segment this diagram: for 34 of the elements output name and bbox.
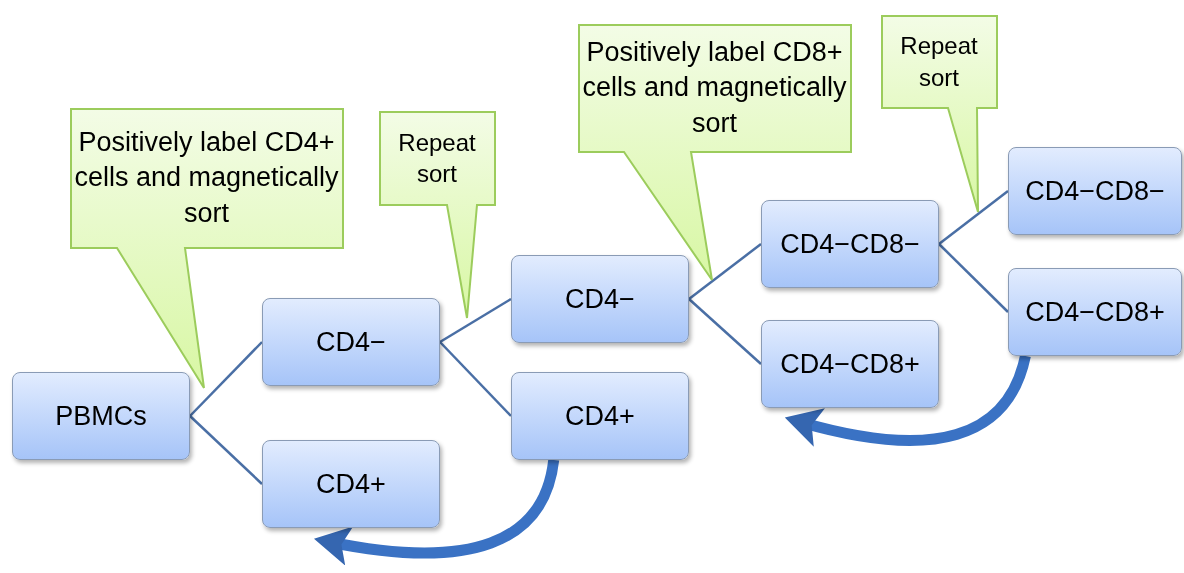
- population-box: [1008, 147, 1182, 235]
- connector-line: [189, 415, 263, 485]
- callout-text: Positively label CD4+ cells and magnetically sort: [74, 126, 339, 230]
- population-label: PBMCs: [55, 399, 147, 433]
- population-box: [1008, 268, 1182, 356]
- connector-line: [439, 341, 512, 417]
- connector-line: [938, 243, 1009, 313]
- connector-line: [189, 341, 263, 417]
- connector-line: [688, 298, 762, 365]
- population-label: CD4−CD8+: [780, 347, 920, 381]
- callout-text: Repeat sort: [899, 31, 979, 93]
- curved-arrow: [784, 354, 1031, 447]
- population-label: CD4+: [565, 399, 635, 433]
- population-label: CD4+: [316, 467, 386, 501]
- population-box: [761, 200, 939, 288]
- population-box: [262, 298, 440, 386]
- connector-line: [938, 190, 1009, 245]
- connector-line: [439, 297, 512, 344]
- population-box: [761, 320, 939, 408]
- population-label: CD4−: [316, 325, 386, 359]
- population-label: CD4−: [565, 282, 635, 316]
- population-label: CD4−CD8−: [780, 227, 920, 261]
- connector-line: [688, 243, 762, 300]
- population-label: CD4−CD8−: [1025, 174, 1165, 208]
- population-box: [511, 255, 689, 343]
- curved-arrow: [313, 459, 560, 566]
- population-label: CD4−CD8+: [1025, 295, 1165, 329]
- callout-text: Positively label CD8+ cells and magnetically sort: [582, 36, 847, 140]
- population-box: [511, 372, 689, 460]
- population-box: [262, 440, 440, 528]
- callout-bubble: [379, 111, 496, 320]
- population-box: [12, 372, 190, 460]
- callout-text: Repeat sort: [397, 127, 477, 189]
- callout-bubble: [881, 15, 998, 214]
